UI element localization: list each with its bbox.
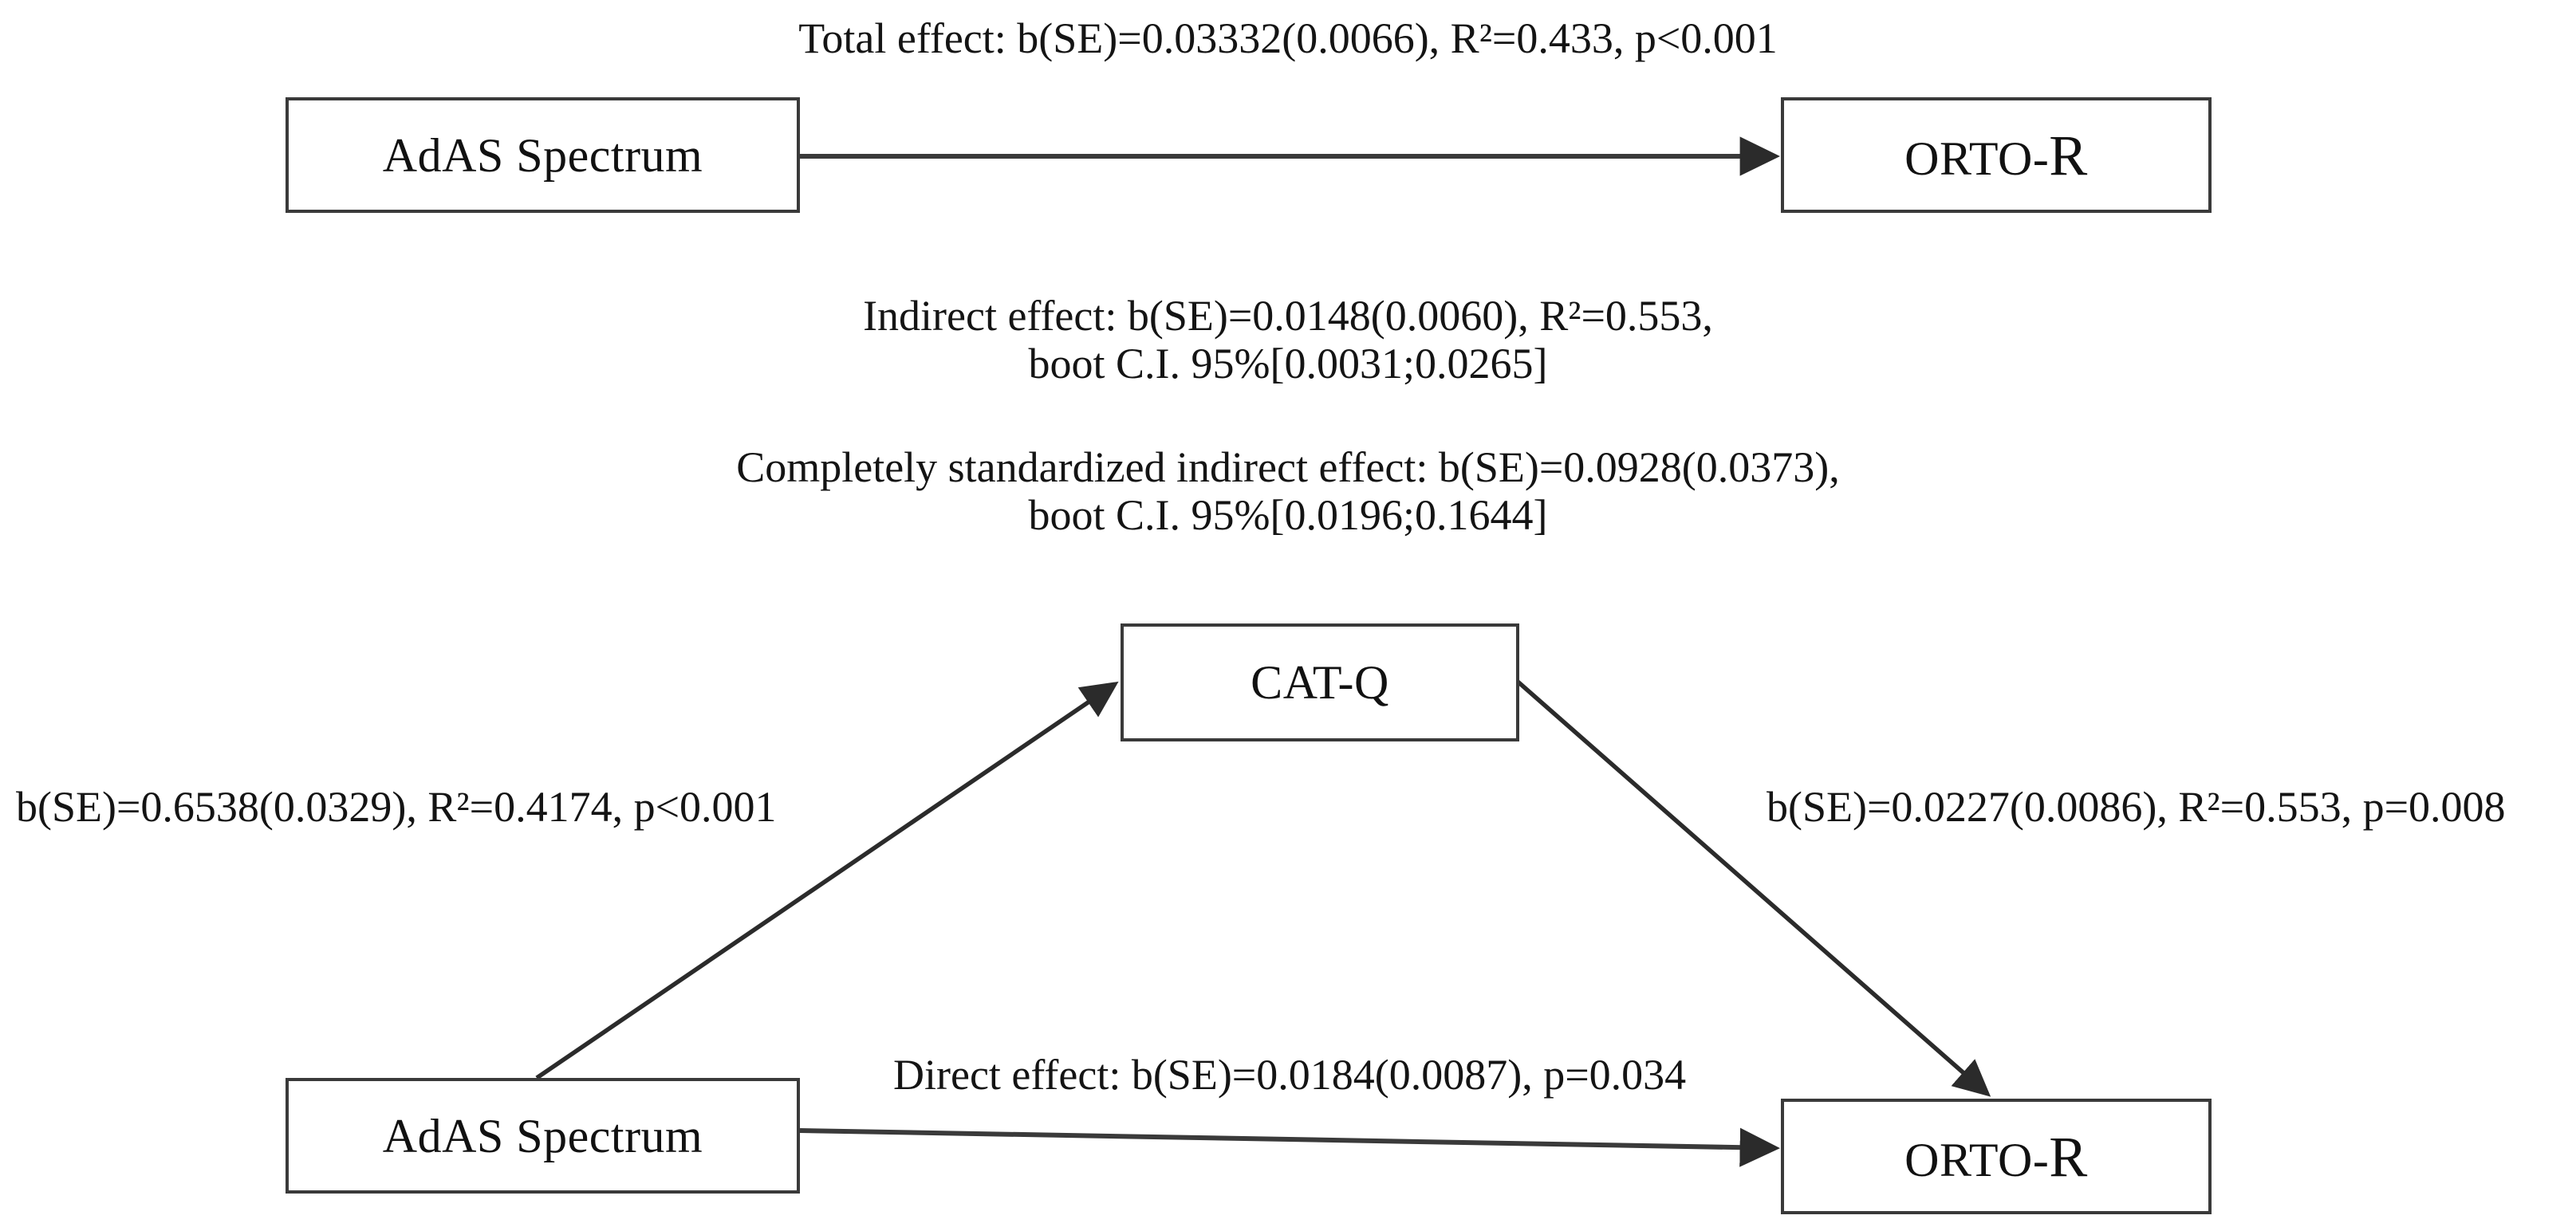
- path-a-text: b(SE)=0.6538(0.0329), R²=0.4174, p<0.001: [16, 783, 777, 831]
- node-adas-spectrum-top[interactable]: AdAS Spectrum: [286, 97, 800, 213]
- indirect-effect-label: Indirect effect: b(SE)=0.0148(0.0060), R…: [0, 292, 2576, 388]
- node-label-orto-top-prefix: ORTO-: [1904, 132, 2050, 185]
- arrow-path-a: [535, 681, 1119, 1080]
- indirect-effect-line-1: Indirect effect: b(SE)=0.0148(0.0060), R…: [863, 292, 1713, 340]
- direct-effect-label: Direct effect: b(SE)=0.0184(0.0087), p=0…: [893, 1051, 1686, 1099]
- indirect-effect-line-2: boot C.I. 95%[0.0031;0.0265]: [1028, 340, 1548, 388]
- node-label-orto-bottom: ORTO-R: [1904, 1128, 2088, 1186]
- path-b-label: b(SE)=0.0227(0.0086), R²=0.553, p=0.008: [1767, 783, 2506, 831]
- direct-effect-text: Direct effect: b(SE)=0.0184(0.0087), p=0…: [893, 1051, 1687, 1099]
- node-cat-q[interactable]: CAT-Q: [1121, 623, 1519, 741]
- path-a-label: b(SE)=0.6538(0.0329), R²=0.4174, p<0.001: [16, 783, 777, 831]
- standardized-indirect-effect-line-1: Completely standardized indirect effect:…: [736, 443, 1840, 491]
- node-label-adas-top: AdAS Spectrum: [382, 128, 703, 182]
- path-b-text: b(SE)=0.0227(0.0086), R²=0.553, p=0.008: [1767, 783, 2506, 831]
- node-label-orto-top: ORTO-R: [1904, 127, 2088, 184]
- node-label-orto-top-suffix: R: [2049, 123, 2088, 187]
- standardized-indirect-effect-label: Completely standardized indirect effect:…: [0, 443, 2576, 540]
- arrow-path-b: [1515, 678, 1991, 1097]
- node-label-orto-bottom-prefix: ORTO-: [1904, 1133, 2050, 1186]
- node-orto-r-bottom[interactable]: ORTO-R: [1781, 1099, 2212, 1214]
- standardized-indirect-effect-line-2: boot C.I. 95%[0.0196;0.1644]: [1028, 491, 1548, 540]
- node-adas-spectrum-bottom[interactable]: AdAS Spectrum: [286, 1078, 800, 1194]
- node-label-adas-bottom: AdAS Spectrum: [382, 1109, 703, 1162]
- node-label-cat-q: CAT-Q: [1251, 656, 1389, 709]
- total-effect-label: Total effect: b(SE)=0.03332(0.0066), R²=…: [0, 14, 2576, 62]
- arrow-direct-effect: [799, 1127, 1780, 1167]
- total-effect-text: Total effect: b(SE)=0.03332(0.0066), R²=…: [798, 14, 1778, 62]
- node-orto-r-top[interactable]: ORTO-R: [1781, 97, 2212, 213]
- node-label-orto-bottom-suffix: R: [2049, 1124, 2088, 1189]
